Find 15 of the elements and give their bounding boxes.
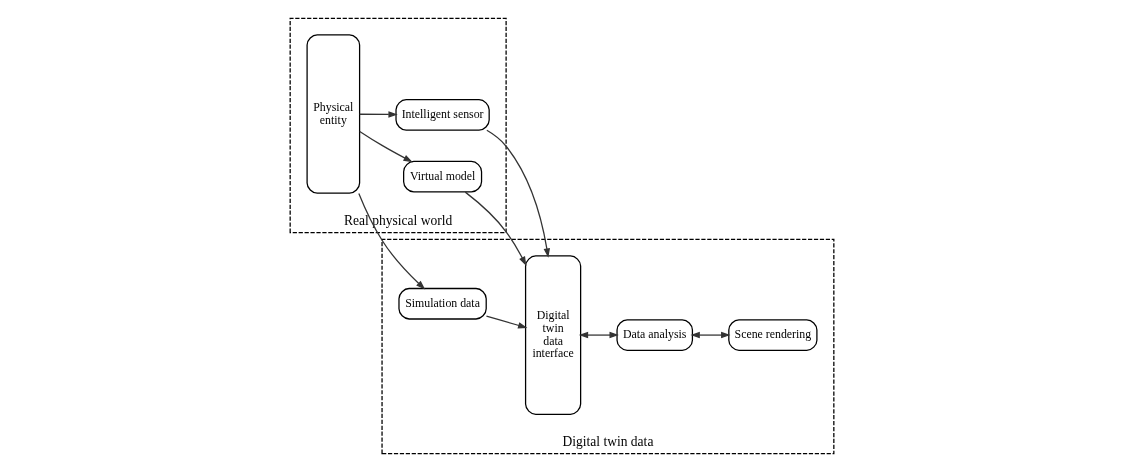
- node-box: Simulation data: [398, 287, 487, 320]
- node-box: Data analysis: [616, 319, 694, 351]
- arrow: [359, 111, 398, 118]
- node-box: Digital twin data interface: [524, 255, 582, 415]
- node-box: Virtual model: [403, 160, 483, 193]
- arrow: [690, 331, 731, 339]
- node-box: Scene rendering: [728, 319, 818, 351]
- arrow: [464, 191, 527, 266]
- arrow: [486, 129, 551, 258]
- arrow: [358, 192, 426, 290]
- node-box: Physical entity: [306, 34, 361, 194]
- arrow: [359, 130, 413, 163]
- arrow: [485, 315, 528, 329]
- node-box: Intelligent sensor: [395, 99, 490, 131]
- arrow: [578, 331, 619, 339]
